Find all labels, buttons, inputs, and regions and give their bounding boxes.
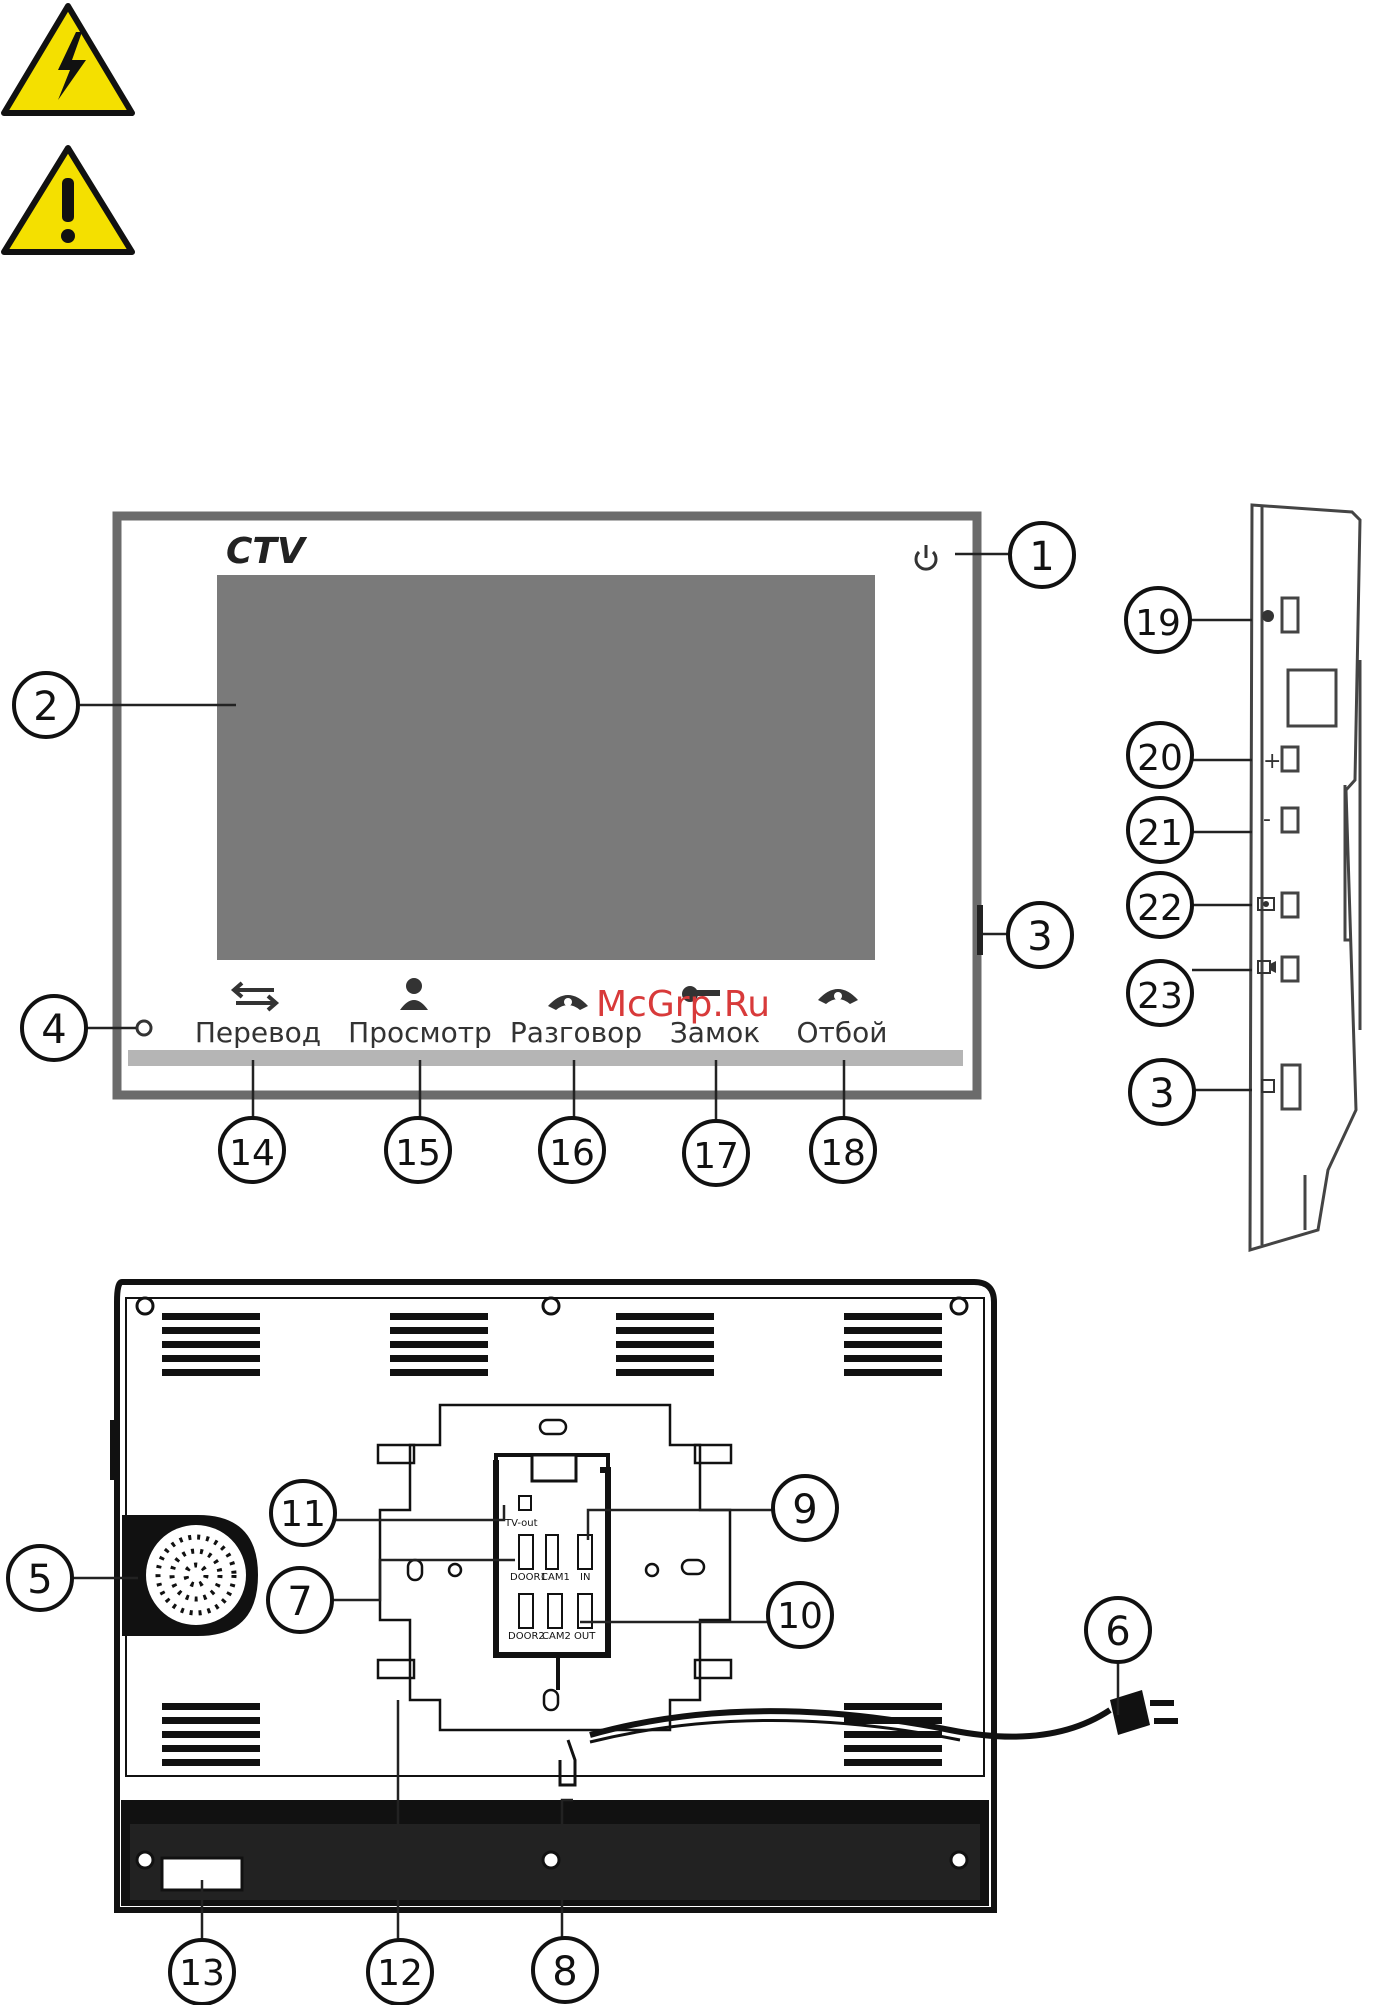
settings-icon xyxy=(1262,610,1274,622)
callout-17: 17 xyxy=(693,1136,739,1177)
callout-8: 8 xyxy=(552,1949,577,1995)
callout-15: 15 xyxy=(395,1133,441,1174)
monitor-front: CTV Перевод Просмотр Разговор Замок Отбо… xyxy=(117,516,983,1095)
callout-16: 16 xyxy=(549,1133,595,1174)
callout-23: 23 xyxy=(1137,976,1183,1017)
callout-9: 9 xyxy=(792,1487,817,1533)
callout-7: 7 xyxy=(287,1579,312,1625)
volume-up-symbol: + xyxy=(1263,749,1281,774)
callout-20: 20 xyxy=(1137,738,1183,779)
speaker-grille xyxy=(122,1515,258,1636)
power-plug-icon xyxy=(1110,1690,1178,1735)
side-leaders xyxy=(1188,620,1252,1090)
button-label-view: Просмотр xyxy=(348,1016,492,1049)
watermark: McGrp.Ru xyxy=(596,984,770,1025)
callout-18: 18 xyxy=(820,1133,866,1174)
callout-22: 22 xyxy=(1137,888,1183,929)
side-card-slot xyxy=(977,905,983,955)
callout-2: 2 xyxy=(33,684,58,730)
callout-13: 13 xyxy=(179,1953,225,1994)
callout-19: 19 xyxy=(1135,603,1181,644)
cam2-label: CAM2 xyxy=(542,1631,571,1642)
callout-1: 1 xyxy=(1029,534,1054,580)
camera-icon xyxy=(1258,898,1274,910)
callout-14: 14 xyxy=(229,1133,275,1174)
brand-logo: CTV xyxy=(226,531,308,572)
caution-warning-icon xyxy=(4,148,132,252)
callout-3: 3 xyxy=(1027,914,1052,960)
callout-3-side: 3 xyxy=(1149,1071,1174,1117)
sd-card-icon xyxy=(1262,1080,1274,1092)
volume-down-symbol: - xyxy=(1263,807,1271,832)
cam1-label: CAM1 xyxy=(541,1572,570,1583)
callout-11: 11 xyxy=(280,1494,326,1535)
callout-4: 4 xyxy=(41,1007,66,1053)
in-label: IN xyxy=(580,1572,590,1583)
button-label-hangup: Отбой xyxy=(797,1016,888,1049)
door2-label: DOOR2 xyxy=(508,1631,545,1642)
tv-out-label: TV-out xyxy=(504,1518,538,1529)
callout-12: 12 xyxy=(377,1953,423,1994)
side-strap xyxy=(110,1420,118,1480)
button-label-transfer: Перевод xyxy=(195,1016,321,1049)
callout-10: 10 xyxy=(777,1596,823,1637)
out-label: OUT xyxy=(574,1631,596,1642)
screen xyxy=(217,575,875,960)
callout-5: 5 xyxy=(27,1557,52,1603)
high-voltage-warning-icon xyxy=(4,6,132,113)
callout-6: 6 xyxy=(1105,1609,1130,1655)
terminal-block xyxy=(496,1455,608,1655)
callout-21: 21 xyxy=(1137,813,1183,854)
